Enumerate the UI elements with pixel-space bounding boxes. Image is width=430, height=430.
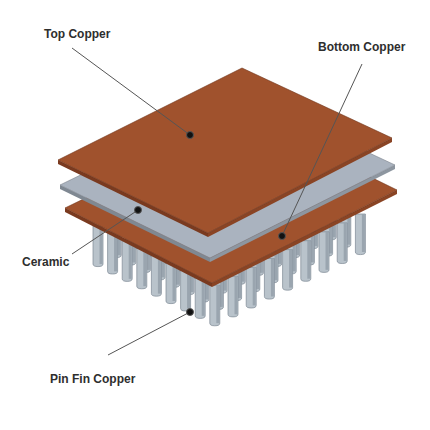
- pin-fin: [355, 214, 365, 255]
- top-copper-plate: [58, 68, 392, 237]
- part-label: Top Copper: [44, 27, 110, 41]
- pin-fin: [122, 241, 132, 282]
- pin-fin-shade: [202, 278, 205, 316]
- pin-fin: [337, 223, 347, 264]
- pin-fin-shade: [216, 285, 219, 323]
- pin-fin: [151, 256, 161, 297]
- pin-fin-shade: [129, 241, 132, 279]
- pin-fin: [319, 232, 329, 273]
- leader-lines: [72, 48, 362, 355]
- pin-fin-shade: [158, 256, 161, 294]
- pin-fin: [301, 241, 311, 282]
- pin-fin-shade: [307, 241, 310, 279]
- pin-fin-shade: [100, 226, 103, 264]
- pin-fin-shade: [114, 233, 117, 271]
- pin-fin-shade: [187, 270, 190, 308]
- pin-fin-shade: [173, 263, 176, 301]
- part-label: Bottom Copper: [318, 40, 405, 54]
- pin-fin-shade: [253, 267, 256, 305]
- part-label: Ceramic: [22, 255, 69, 269]
- pin-fin: [210, 285, 220, 326]
- pin-fin: [181, 270, 191, 311]
- pin-fin: [166, 263, 176, 304]
- pin-fin-shade: [289, 250, 292, 288]
- pin-fin: [283, 250, 293, 291]
- pin-fin: [246, 267, 256, 308]
- pin-fin-shade: [362, 214, 365, 252]
- pin-fin-shade: [344, 223, 347, 261]
- pin-fin-shade: [326, 232, 329, 270]
- pin-fin-shade: [235, 276, 238, 314]
- pin-fin-shade: [143, 248, 146, 286]
- part-label: Pin Fin Copper: [50, 372, 135, 386]
- pin-fin: [195, 278, 205, 319]
- pin-fin: [137, 248, 147, 289]
- pin-fin: [108, 233, 118, 274]
- pin-fin-shade: [271, 259, 274, 297]
- pin-fin: [264, 259, 274, 300]
- pin-fin: [93, 226, 103, 267]
- pin-fin: [228, 276, 238, 317]
